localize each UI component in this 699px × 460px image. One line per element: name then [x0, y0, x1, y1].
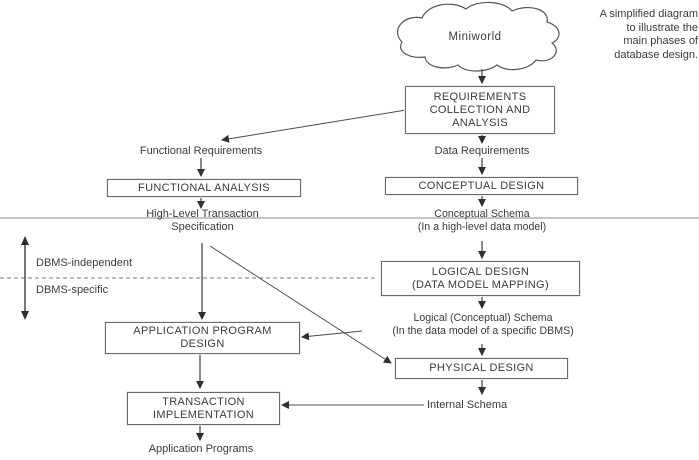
transaction-implementation-box: TRANSACTION IMPLEMENTATION [127, 392, 280, 425]
arrow-requirements-to-functional-requirements [221, 109, 407, 143]
application-programs-label: Application Programs [148, 443, 254, 455]
data-requirements-label: Data Requirements [434, 145, 530, 157]
miniworld-label: Miniworld [448, 31, 502, 43]
arrow-transaction-spec-to-physical-design [209, 245, 392, 364]
physical-design-box: PHYSICAL DESIGN [395, 358, 568, 379]
high-level-transaction-specification-label: High-Level Transaction Specification [146, 208, 259, 233]
functional-requirements-label: Functional Requirements [139, 145, 263, 157]
dbms-specific-label: DBMS-specific [36, 284, 109, 296]
logical-schema-label: Logical (Conceptual) Schema (In the data… [392, 312, 574, 337]
logical-design-box: LOGICAL DESIGN (DATA MODEL MAPPING) [381, 261, 580, 296]
miniworld-cloud-shape [396, 1, 560, 72]
conceptual-schema-label: Conceptual Schema (In a high-level data … [417, 208, 547, 233]
dbms-scope-double-arrow [21, 236, 29, 320]
application-program-design-box: APPLICATION PROGRAM DESIGN [105, 322, 300, 354]
dbms-independent-label: DBMS-independent [36, 257, 133, 269]
functional-analysis-box: FUNCTIONAL ANALYSIS [107, 179, 301, 197]
internal-schema-label: Internal Schema [427, 399, 508, 411]
arrow-logical-schema-to-application-program-design [301, 330, 363, 341]
requirements-collection-box: REQUIREMENTS COLLECTION AND ANALYSIS [405, 86, 555, 134]
conceptual-design-box: CONCEPTUAL DESIGN [385, 177, 578, 195]
diagram-caption: A simplified diagram to illustrate the m… [599, 8, 698, 61]
